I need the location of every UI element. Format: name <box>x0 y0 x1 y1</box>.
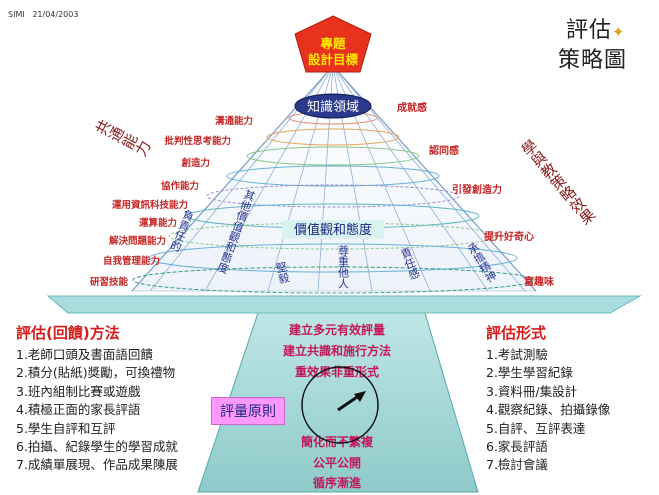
dial-arrow <box>337 393 361 412</box>
dial-arrow-head <box>354 391 366 402</box>
left-item: 協作能力 <box>161 180 199 192</box>
dial-circle <box>301 366 379 444</box>
list-item: 1.考試測驗 <box>486 347 548 362</box>
right-group-label: 學與教策略效果 <box>517 136 599 229</box>
principle-line: 公平公開 <box>313 456 361 470</box>
header-meta: SIMI 21/04/2003 <box>8 10 78 19</box>
left-item: 批判性思考能力 <box>164 135 231 147</box>
principle-line: 循序漸進 <box>313 475 362 490</box>
knowledge-label: 知識領域 <box>307 99 359 115</box>
left-item: 運算能力 <box>139 217 177 229</box>
list-item: 3.班內組制比賽或遊戲 <box>16 383 141 399</box>
right-item: 提升好奇心 <box>484 230 534 243</box>
title-text-1: 評估 <box>566 18 613 43</box>
right-item: 認同感 <box>429 144 459 157</box>
plate <box>46 295 642 314</box>
list-item: 2.積分(貼紙)獎勵，可換禮物 <box>16 365 176 381</box>
knowledge-ellipse <box>294 93 372 119</box>
apex-line1: 專題 <box>320 36 346 51</box>
list-item: 2.學生學習紀錄 <box>486 365 573 381</box>
left-list-heading: 評估(回饋)方法 <box>16 324 120 342</box>
right-list-heading: 評估形式 <box>486 324 547 342</box>
principle-line: 建立共識和施行方法 <box>282 343 391 358</box>
apex-line2: 設計目標 <box>308 52 359 67</box>
left-item: 運用資訊科技能力 <box>112 199 188 211</box>
list-item: 5.自評、互評表達 <box>486 420 586 436</box>
author-label: SIMI <box>8 10 25 19</box>
values-box <box>282 220 384 239</box>
principle-line: 簡化而不繁複 <box>301 434 374 449</box>
left-items: 溝通能力批判性思考能力創造力協作能力運用資訊科技能力運算能力解決問題能力自我管理… <box>90 115 253 288</box>
title-line1: 評估✦ <box>566 12 626 44</box>
list-item: 4.積極正面的家長評語 <box>16 402 141 418</box>
left-item: 溝通能力 <box>215 115 253 127</box>
principle-line: 建立多元有效評量 <box>288 322 385 337</box>
list-item: 5.學生自評和互評 <box>16 420 116 436</box>
left-item: 解決問題能力 <box>109 235 166 247</box>
right-item: 引發創造力 <box>452 183 502 196</box>
right-list: 評估形式 1.考試測驗 2.學生學習紀錄 3.資料冊/集設計 4.觀察紀錄、拍攝錄像 5… <box>486 322 610 475</box>
list-item: 1.老師口頭及書面語回饋 <box>16 347 153 362</box>
list-item: 6.家長評語 <box>486 439 548 455</box>
list-item: 7.成績單展現、作品成果陳展 <box>16 457 178 473</box>
left-item: 創造力 <box>180 157 210 169</box>
spiral-rings <box>132 111 534 294</box>
right-item: 富趣味 <box>524 275 554 288</box>
principle-pill: 評量原則 <box>211 397 285 425</box>
left-item: 自我管理能力 <box>103 255 160 267</box>
left-list: 評估(回饋)方法 1.老師口頭及書面語回饋 2.積分(貼紙)獎勵，可換禮物 3.班內… <box>16 322 178 475</box>
sparkle-icon: ✦ <box>612 23 626 41</box>
list-item: 6.拍攝、紀錄學生的學習成就 <box>16 439 178 455</box>
left-item: 研習技能 <box>90 276 129 288</box>
right-item: 成就感 <box>397 101 427 114</box>
vertical-item: 堅毅 <box>274 260 291 285</box>
left-group-label: 共通能力 <box>92 116 154 161</box>
list-item: 4.觀察紀錄、拍攝錄像 <box>486 402 611 418</box>
title-line2: 策略圖 <box>558 48 628 73</box>
apex-pentagon <box>294 15 372 73</box>
list-item: 3.資料冊/集設計 <box>486 383 578 399</box>
list-item: 7.檢討會議 <box>486 457 548 473</box>
date-label: 21/04/2003 <box>32 10 79 19</box>
values-label: 價值觀和態度 <box>294 222 372 238</box>
vertical-item: 尊重他人 <box>337 244 350 289</box>
